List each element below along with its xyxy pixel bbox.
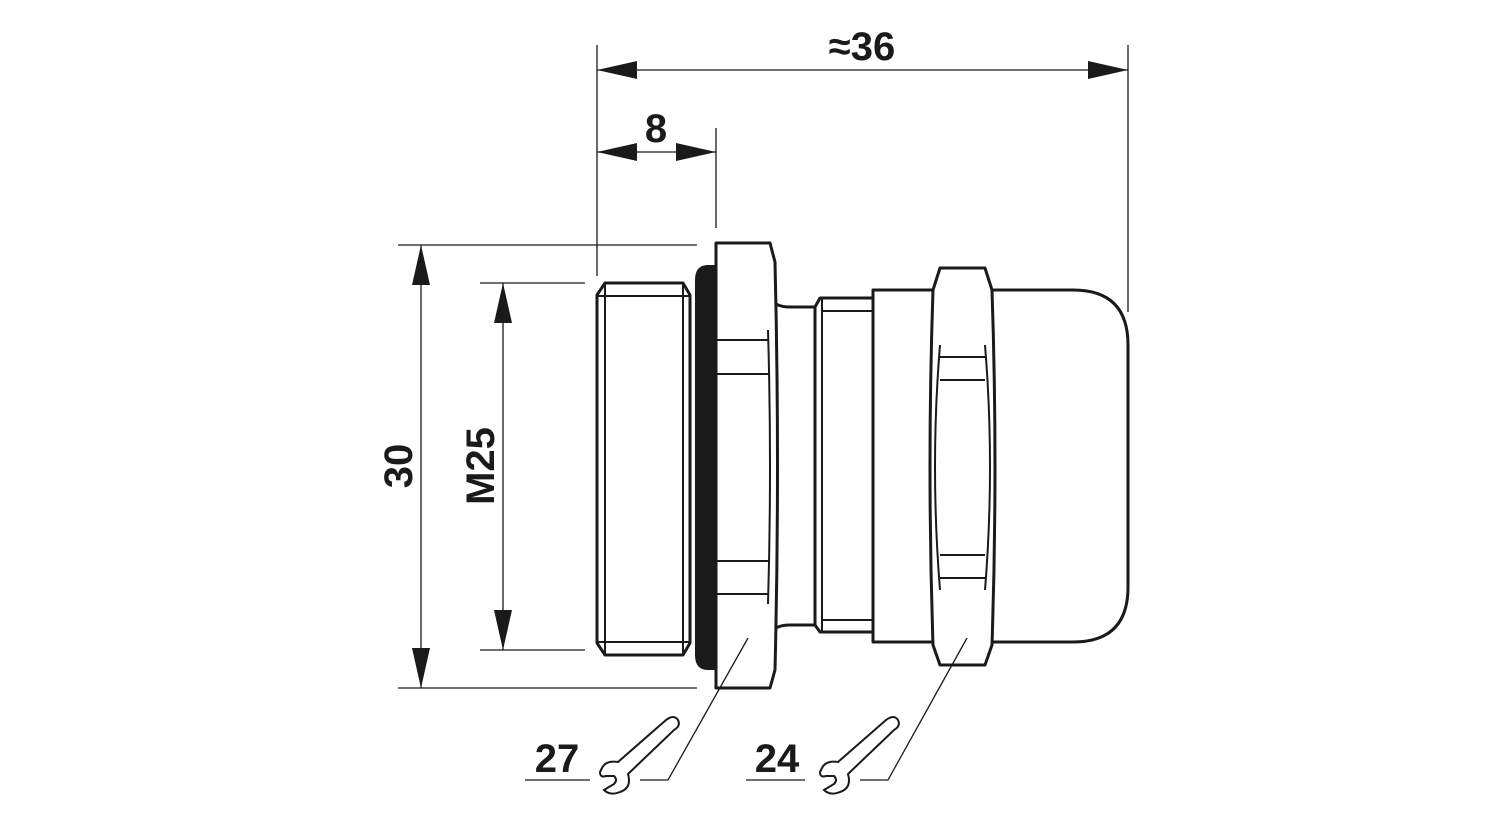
overall-length-label: ≈36 [829, 25, 895, 69]
thread-length-label: 8 [645, 107, 667, 151]
thread-size-label: M25 [459, 427, 503, 505]
leader-lock-nut [640, 637, 749, 781]
thread-section [595, 281, 692, 657]
dimension-flange-height: 30 [377, 244, 697, 689]
dimension-overall-length: ≈36 [596, 25, 1129, 312]
wrench-icon [598, 716, 680, 795]
dome-body [871, 288, 1130, 644]
dome-nut [928, 266, 997, 667]
wrench-size-24: 24 [746, 716, 900, 795]
wrench-icon [818, 716, 900, 795]
o-ring-seal [695, 265, 717, 670]
wrench-size-label: 27 [535, 737, 580, 781]
wrench-size-label: 24 [755, 737, 800, 781]
flange-height-label: 30 [377, 444, 421, 489]
lock-nut [714, 241, 779, 690]
leader-dome-nut [860, 637, 968, 781]
neck-section [768, 296, 875, 636]
dimension-thread-length: 8 [597, 107, 717, 228]
wrench-size-27: 27 [525, 716, 680, 795]
dimension-thread-size: M25 [459, 282, 585, 651]
